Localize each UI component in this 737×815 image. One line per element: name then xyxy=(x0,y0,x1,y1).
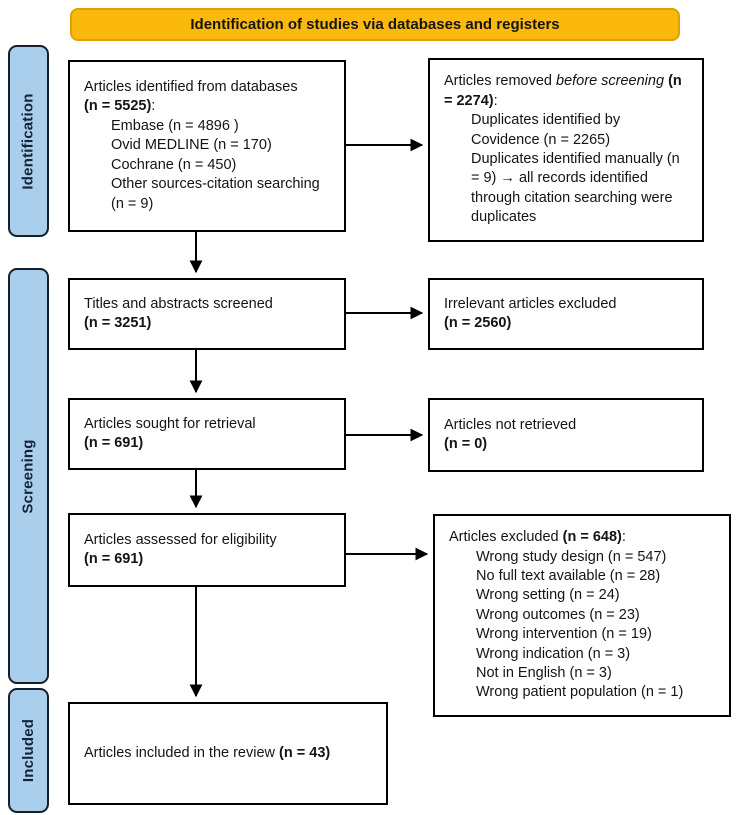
diagram-title-banner: Identification of studies via databases … xyxy=(70,8,680,41)
excluded-item: Wrong outcomes (n = 23) xyxy=(476,606,640,623)
excluded-item: Wrong indication (n = 3) xyxy=(476,645,631,662)
box-articles-excluded-title: Articles excluded (n = 648): xyxy=(449,529,626,546)
box-included-review-text: Articles included in the review (n = 43) xyxy=(84,744,331,761)
identified-item: Embase (n = 4896 ) xyxy=(111,117,239,134)
box-articles-identified-title: Articles identified from databases (n = … xyxy=(84,79,298,115)
excluded-item: Wrong patient population (n = 1) xyxy=(476,684,684,701)
box-not-retrieved: Articles not retrieved (n = 0) xyxy=(428,398,704,472)
box-articles-removed-title: Articles removed before screening (n = 2… xyxy=(444,73,682,109)
diagram-title: Identification of studies via databases … xyxy=(190,16,560,33)
removed-item: Duplicates identified manually (n = 9) →… xyxy=(471,151,680,226)
excluded-item: Wrong intervention (n = 19) xyxy=(476,626,652,643)
excluded-item: No full text available (n = 28) xyxy=(476,567,661,584)
box-titles-abstracts-screened: Titles and abstracts screened (n = 3251) xyxy=(68,278,346,350)
removed-item: Duplicates identified by Covidence (n = … xyxy=(471,112,621,148)
box-irrelevant-excluded: Irrelevant articles excluded (n = 2560) xyxy=(428,278,704,350)
box-articles-removed: Articles removed before screening (n = 2… xyxy=(428,58,704,242)
identified-item: Ovid MEDLINE (n = 170) xyxy=(111,137,272,154)
stage-identification: Identification xyxy=(8,45,49,237)
excluded-item: Not in English (n = 3) xyxy=(476,665,612,682)
box-assessed-eligibility: Articles assessed for eligibility (n = 6… xyxy=(68,513,346,587)
box-articles-excluded: Articles excluded (n = 648): Wrong study… xyxy=(433,514,731,717)
excluded-item: Wrong setting (n = 24) xyxy=(476,587,620,604)
box-sought-retrieval: Articles sought for retrieval (n = 691) xyxy=(68,398,346,470)
identified-item: Other sources-citation searching (n = 9) xyxy=(111,176,320,212)
box-included-review: Articles included in the review (n = 43) xyxy=(68,702,388,805)
stage-identification-label: Identification xyxy=(20,92,38,190)
stage-screening-label: Screening xyxy=(20,438,38,514)
stage-included: Included xyxy=(8,688,49,813)
identified-item: Cochrane (n = 450) xyxy=(111,156,237,173)
stage-screening: Screening xyxy=(8,268,49,684)
stage-included-label: Included xyxy=(20,718,37,783)
box-articles-identified: Articles identified from databases (n = … xyxy=(68,60,346,232)
excluded-item: Wrong study design (n = 547) xyxy=(476,548,667,565)
